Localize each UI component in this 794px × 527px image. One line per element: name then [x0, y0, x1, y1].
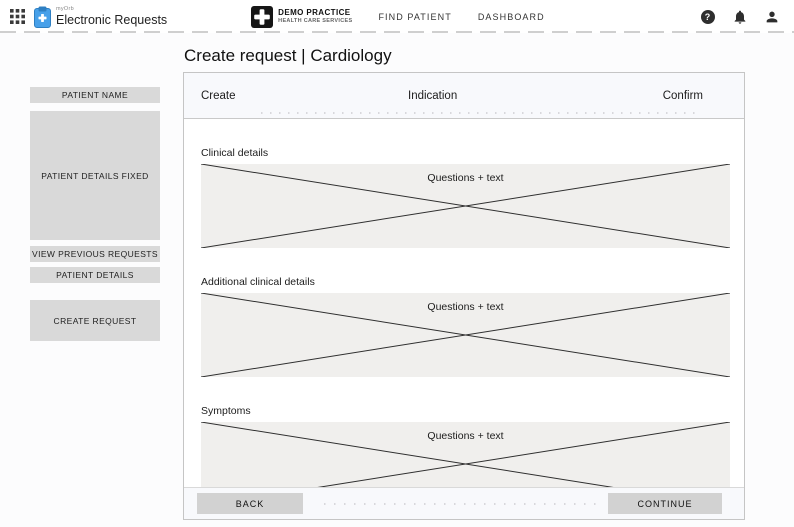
dotted-divider — [324, 503, 596, 505]
dotted-divider — [261, 112, 701, 114]
wireframe-x-lines — [201, 422, 730, 487]
placeholder-label: Questions + text — [427, 172, 504, 184]
additional-clinical-details-placeholder-box: Questions + text — [201, 293, 730, 377]
symptoms-placeholder-box: Questions + text — [201, 422, 730, 487]
wireframe-x-lines — [201, 293, 730, 377]
person-icon — [766, 11, 777, 22]
section-title-symptoms: Symptoms — [201, 405, 251, 417]
create-request-button[interactable]: CREATE REQUEST — [30, 300, 160, 341]
app-logo[interactable]: myOrb Electronic Requests — [34, 6, 167, 28]
app-tagline: myOrb — [56, 6, 74, 12]
view-previous-requests-button[interactable]: VIEW PREVIOUS REQUESTS — [30, 246, 160, 262]
wizard-content: Clinical details Questions + text Additi… — [184, 119, 744, 487]
section-title-additional-clinical-details: Additional clinical details — [201, 276, 315, 288]
notifications-button[interactable] — [731, 8, 748, 25]
top-actions: ? — [699, 0, 780, 33]
section-title-clinical-details: Clinical details — [201, 147, 269, 159]
nav-find-patient[interactable]: FIND PATIENT — [378, 11, 452, 22]
continue-button[interactable]: CONTINUE — [608, 493, 722, 514]
top-bar: myOrb Electronic Requests DEMO PRACTICE … — [0, 0, 794, 33]
patient-details-fixed-placeholder: PATIENT DETAILS FIXED — [30, 111, 160, 240]
request-wizard-panel: Create Indication Confirm Clinical detai… — [183, 72, 745, 520]
back-button[interactable]: BACK — [197, 493, 303, 514]
clipboard-cross-icon — [34, 6, 51, 28]
account-button[interactable] — [763, 8, 780, 25]
app-logo-text: myOrb Electronic Requests — [56, 6, 168, 27]
nav-dashboard[interactable]: DASHBOARD — [477, 11, 545, 22]
practice-subtitle: HEALTH CARE SERVICES — [278, 18, 353, 24]
clinical-details-placeholder-box: Questions + text — [201, 164, 730, 248]
patient-details-button[interactable]: PATIENT DETAILS — [30, 267, 160, 283]
placeholder-label: Questions + text — [427, 430, 504, 442]
help-icon: ? — [700, 9, 715, 24]
tab-confirm[interactable]: Confirm — [662, 89, 703, 102]
placeholder-label: Questions + text — [427, 301, 504, 313]
patient-name-placeholder: PATIENT NAME — [30, 87, 160, 103]
hospital-cross-icon — [251, 5, 274, 28]
app-name: Electronic Requests — [56, 12, 168, 27]
bell-icon — [734, 10, 745, 24]
page-title: Create request | Cardiology — [184, 46, 392, 65]
practice-selector[interactable]: DEMO PRACTICE HEALTH CARE SERVICES — [251, 5, 353, 28]
wizard-steps: Create Indication Confirm — [184, 73, 744, 119]
practice-text: DEMO PRACTICE HEALTH CARE SERVICES — [278, 7, 353, 25]
tab-indication[interactable]: Indication — [408, 89, 458, 102]
practice-name: DEMO PRACTICE — [278, 7, 351, 17]
apps-grid-icon[interactable] — [10, 9, 25, 24]
help-button[interactable]: ? — [699, 8, 716, 25]
tab-create[interactable]: Create — [201, 89, 236, 102]
wizard-footer: BACK CONTINUE — [184, 487, 744, 519]
wireframe-x-lines — [201, 164, 730, 248]
